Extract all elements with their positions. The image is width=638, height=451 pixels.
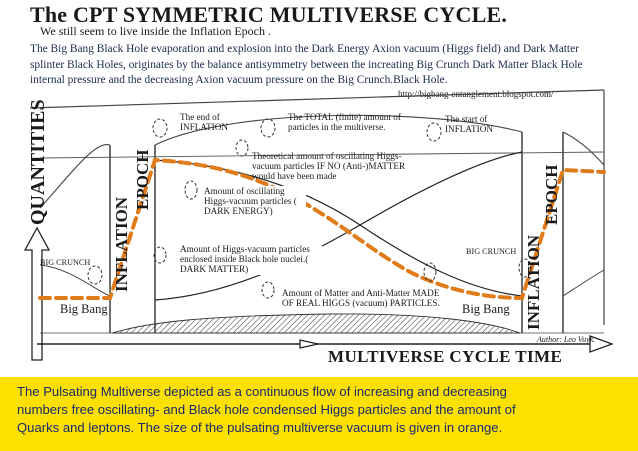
inflation-label-left: INFLATION	[112, 196, 131, 292]
big-bang-label-left: Big Bang	[60, 302, 108, 316]
total-particles-label: The TOTAL (finite) amount of particles i…	[288, 112, 401, 133]
inflation-band-left	[109, 145, 156, 333]
total-particles-line	[39, 151, 605, 159]
multiverse-cycle-diagram	[23, 89, 614, 361]
matter-label: Amount of Matter and Anti-Matter MADE OF…	[282, 288, 440, 309]
big-crunch-label-right: BIG CRUNCH	[466, 247, 517, 256]
matter-mound	[111, 313, 521, 334]
end-of-inflation-label: The end of INFLATION	[180, 112, 228, 133]
caption-line-3: Quarks and leptons. The size of the puls…	[17, 420, 503, 435]
y-axis-arrow	[23, 226, 51, 361]
caption-line-2: numbers free oscillating- and Black hole…	[17, 402, 516, 417]
y-axis-label: QUANTITIES	[27, 99, 49, 225]
caption-line-1: The Pulsating Multiverse depicted as a c…	[17, 384, 507, 399]
page-title: The CPT SYMMETRIC MULTIVERSE CYCLE.	[30, 2, 508, 27]
lower-left-curve	[39, 264, 111, 297]
epoch-label-left: EPOCH	[133, 149, 152, 210]
start-of-inflation-label: The start of INFLATION	[445, 114, 493, 135]
diagram-top-border	[29, 89, 605, 109]
epoch-label-right: EPOCH	[542, 164, 561, 225]
x-axis-arrow	[299, 335, 614, 353]
author-credit: Author: Leo Vuyk.	[537, 335, 596, 344]
theoretical-amount-curve	[39, 114, 605, 209]
subtitle: We still seem to live inside the Inflati…	[40, 24, 271, 38]
inflation-label-right: INFLATION	[524, 234, 543, 330]
orange-vacuum-curve	[38, 157, 606, 301]
annotation-circles	[87, 118, 532, 299]
dark-matter-label: Amount of Higgs-vacuum particles enclose…	[180, 244, 322, 275]
x-axis-label: MULTIVERSE CYCLE TIME	[328, 347, 563, 366]
caption-box: The Pulsating Multiverse depicted as a c…	[0, 377, 638, 451]
lower-right-curve	[562, 269, 605, 297]
big-crunch-label-left: BIG CRUNCH	[40, 258, 91, 267]
dark-matter-curve	[154, 151, 523, 301]
theoretical-amount-label: Theoretical amount of oscillating Higgs-…	[252, 151, 406, 182]
dark-energy-label: Amount of oscillating Higgs-vacuum parti…	[204, 186, 306, 217]
big-bang-label-right: Big Bang	[462, 302, 510, 316]
intro-paragraph: The Big Bang Black Hole evaporation and …	[30, 43, 583, 86]
